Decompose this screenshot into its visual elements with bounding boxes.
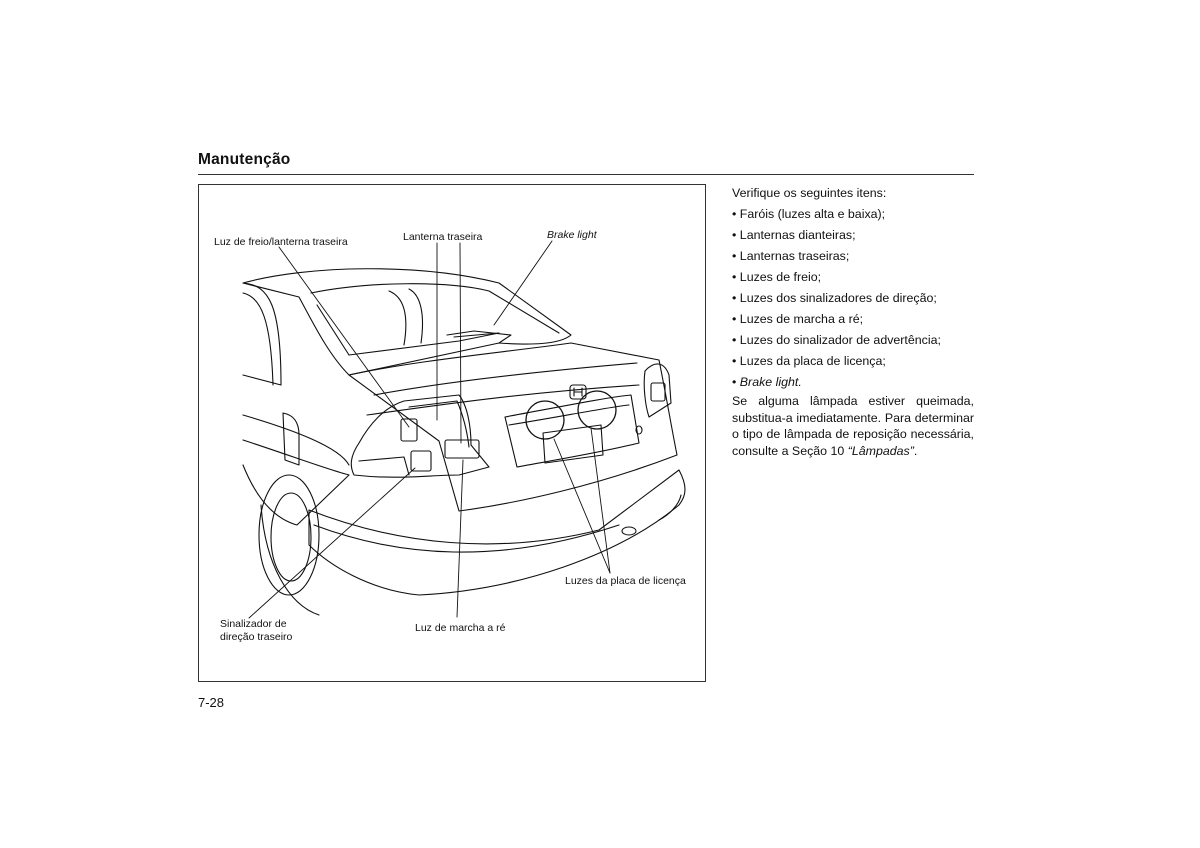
list-item: • Lanternas dianteiras;	[732, 225, 974, 246]
bullet: •	[732, 207, 737, 221]
list-item: • Luzes dos sinalizadores de direção;	[732, 288, 974, 309]
check-items-list: • Faróis (luzes alta e baixa); • Lantern…	[732, 204, 974, 393]
list-item-text: Luzes de marcha a ré;	[739, 312, 864, 326]
list-item-text: Luzes do sinalizador de advertência;	[739, 333, 941, 347]
bullet: •	[732, 312, 737, 326]
title-rule	[198, 174, 974, 175]
list-item-text: Faróis (luzes alta e baixa);	[739, 207, 886, 221]
list-item-text: Lanternas dianteiras;	[739, 228, 856, 242]
callout-turn-signal-line1: Sinalizador de	[220, 618, 287, 630]
list-item-text: Luzes dos sinalizadores de direção;	[739, 291, 937, 305]
list-item: • Faróis (luzes alta e baixa);	[732, 204, 974, 225]
car-rear-lights-figure: Luz de freio/lanterna traseira Lanterna …	[198, 184, 706, 682]
intro-text: Verifique os seguintes itens:	[732, 186, 887, 200]
page-title: Manutenção	[198, 151, 291, 168]
callout-reverse-light: Luz de marcha a ré	[415, 622, 506, 634]
list-item-text: Luzes da placa de licença;	[739, 354, 886, 368]
bullet: •	[732, 333, 737, 347]
bullet: •	[732, 228, 737, 242]
list-item-text: Luzes de freio;	[739, 270, 822, 284]
callout-tail-light: Lanterna traseira	[403, 231, 483, 243]
list-item: • Luzes de marcha a ré;	[732, 309, 974, 330]
closing-text: Se alguma lâmpada estiver queimada, subs…	[732, 394, 974, 458]
list-item: • Lanternas traseiras;	[732, 246, 974, 267]
bullet: •	[732, 270, 737, 284]
bullet: •	[732, 291, 737, 305]
bullet: •	[732, 354, 737, 368]
callout-turn-signal-line2: direção traseiro	[220, 631, 293, 643]
list-item: • Luzes do sinalizador de advertência;	[732, 330, 974, 351]
callout-license-plate-lights: Luzes da placa de licença	[565, 575, 686, 587]
callout-brake-light: Brake light	[547, 229, 597, 241]
list-item: • Luzes da placa de licença;	[732, 351, 974, 372]
closing-paragraph: Se alguma lâmpada estiver queimada, subs…	[732, 393, 974, 459]
page-number: 7-28	[198, 695, 225, 710]
car-rear-illustration	[242, 240, 686, 619]
bullet: •	[732, 249, 737, 263]
callout-brake-tail-light: Luz de freio/lanterna traseira	[214, 236, 348, 248]
section-reference: “Lâmpadas”	[847, 443, 914, 458]
list-item-text: Brake light.	[739, 375, 802, 389]
checklist-text: Verifique os seguintes itens: • Faróis (…	[732, 183, 974, 459]
list-item-text: Lanternas traseiras;	[739, 249, 850, 263]
list-item: • Brake light.	[732, 372, 974, 393]
closing-period: .	[913, 443, 918, 458]
list-item: • Luzes de freio;	[732, 267, 974, 288]
bullet: •	[732, 375, 737, 389]
